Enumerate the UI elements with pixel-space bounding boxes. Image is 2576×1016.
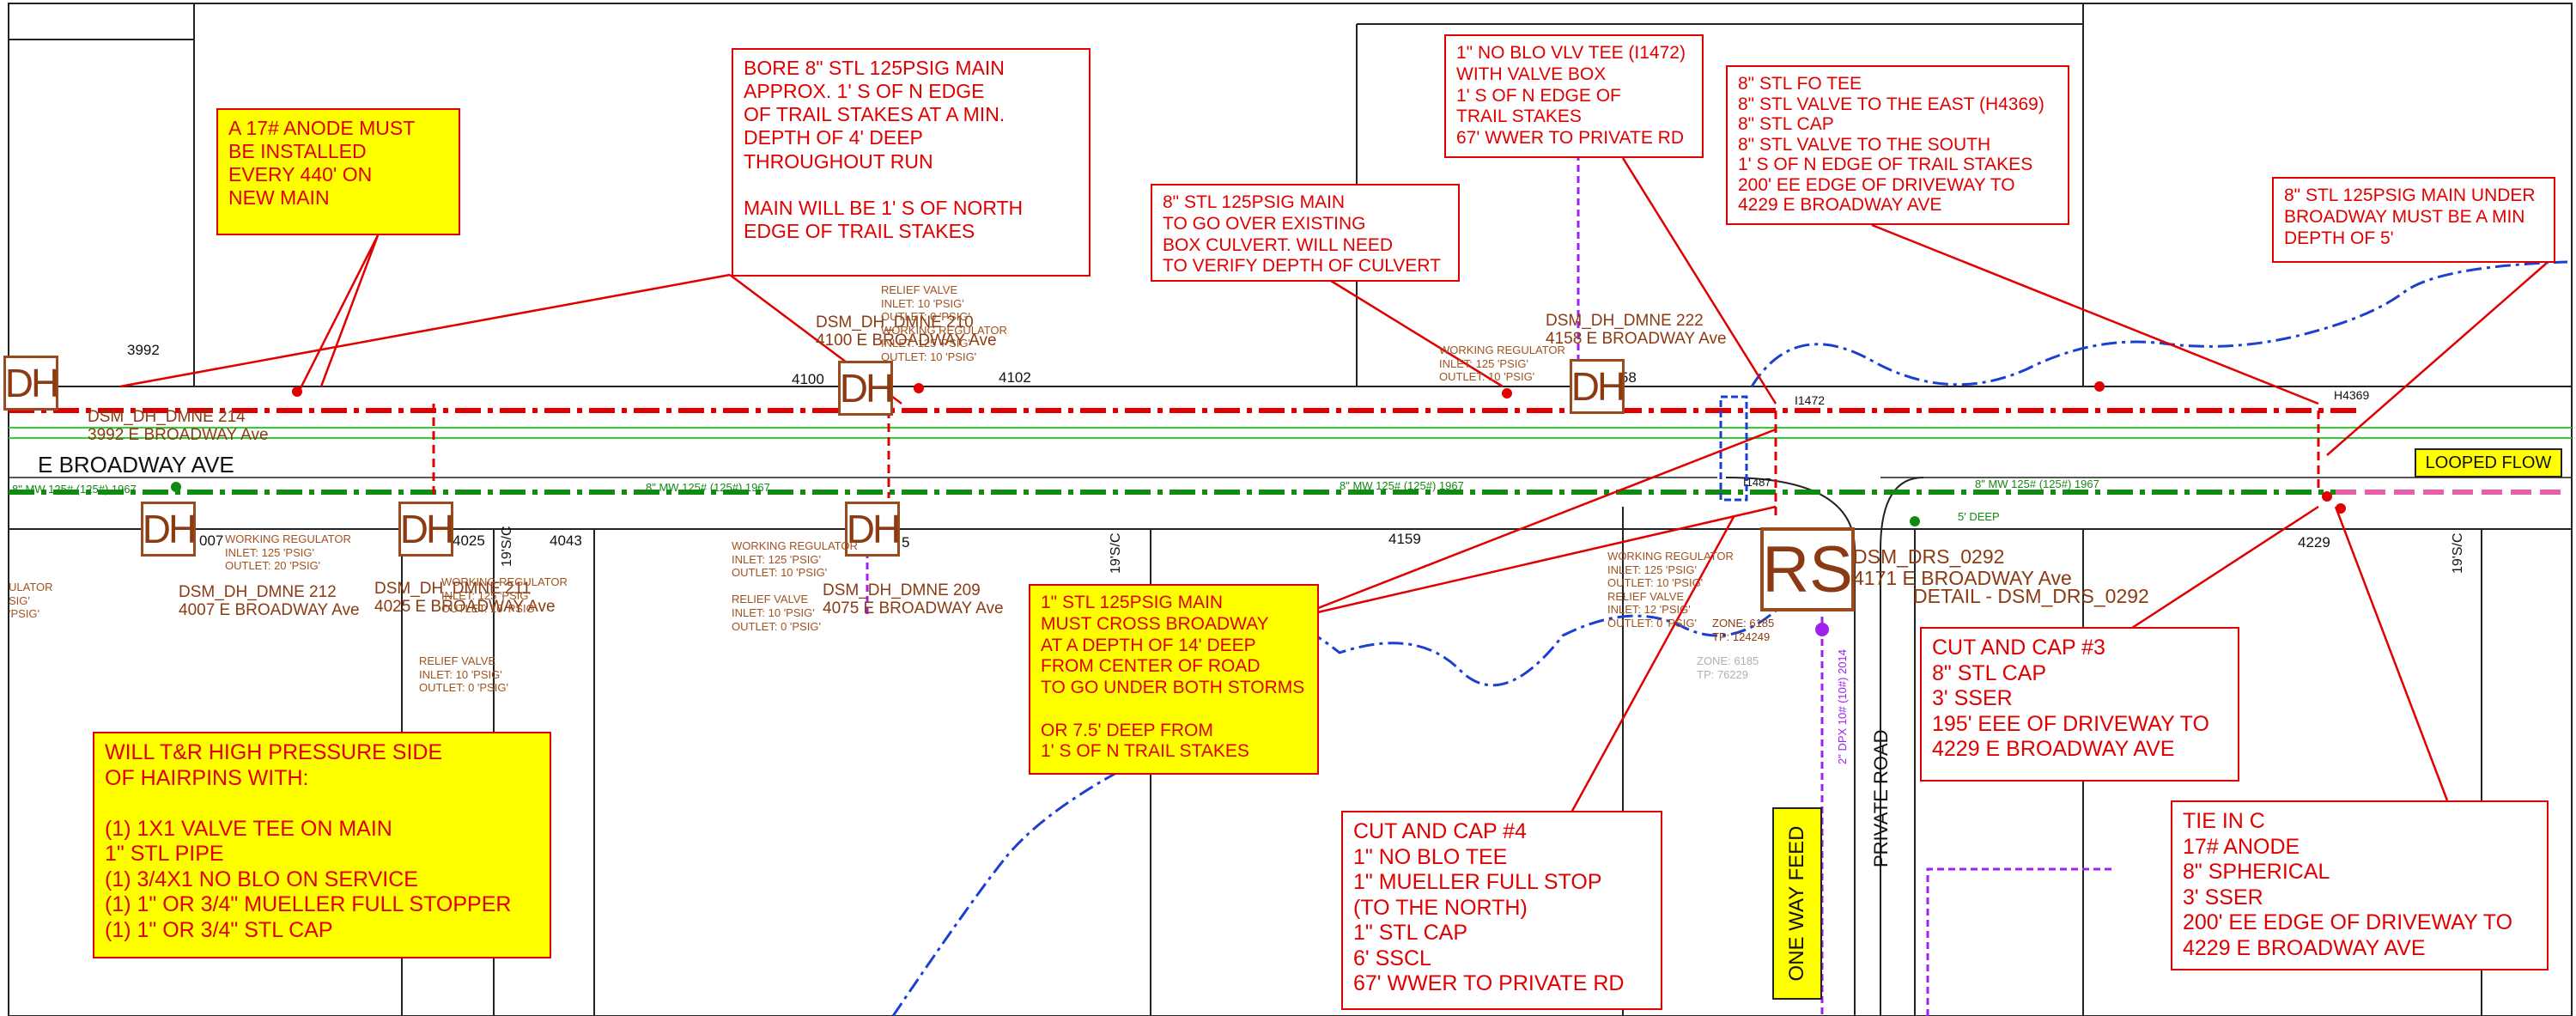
main-label-4: 8" MW 125# (125#) 1967 (1975, 478, 2099, 490)
zone-label: ZONE: 6185 TP: 124249 (1712, 617, 1775, 643)
settings-drs: WORKING REGULATOR INLET: 125 'PSIG' OUTL… (1607, 550, 1734, 630)
one-way-feed-flag: ONE WAY FEED (1772, 807, 1822, 1000)
settings-209: WORKING REGULATOR INLET: 125 'PSIG' OUTL… (732, 539, 858, 633)
address-4159: 4159 (1388, 531, 1421, 547)
station-label-211: DSM_DH_DMNE 211 4025 E BROADWAY Ave (374, 580, 556, 616)
curb-label-3: 19'S/C (2451, 532, 2465, 574)
dh-station-212: DH (141, 502, 197, 557)
station-label-210: DSM_DH_DMNE 210 4100 E BROADWAY Ave (816, 313, 997, 350)
dh-station-211: DH (398, 502, 454, 557)
note-anode: A 17# ANODE MUST BE INSTALLED EVERY 440'… (216, 108, 460, 235)
station-label-212: DSM_DH_DMNE 212 4007 E BROADWAY Ave (179, 583, 360, 619)
rs-station-0292: RS (1760, 527, 1855, 611)
settings-edge: ULATOR SIG' 'PSIG' (9, 581, 53, 621)
main-label-1: 8" MW 125# (125#) 1967 (12, 483, 137, 496)
street-name: E BROADWAY AVE (38, 452, 234, 478)
sheet-border (8, 3, 2573, 1016)
valve-i1487: I1487 (1743, 476, 1771, 489)
address-5: 5 (902, 534, 910, 551)
service-label: 2" DPX 10# (10#) 2014 (1836, 649, 1849, 764)
settings-222: WORKING REGULATOR INLET: 125 'PSIG' OUTL… (1439, 344, 1565, 384)
detail-label: DETAIL - DSM_DRS_0292 (1913, 585, 2149, 607)
note-tie-in: TIE IN C 17# ANODE 8" SPHERICAL 3' SSER … (2171, 800, 2549, 970)
private-road-label: PRIVATE ROAD (1870, 729, 1892, 867)
settings-211: WORKING REGULATOR INLET: 125 'PSIG' OUTL… (441, 575, 568, 616)
address-4025: 4025 (453, 532, 485, 549)
dh-station-214: DH (3, 356, 59, 411)
address-4102: 4102 (999, 369, 1031, 386)
station-label-drs: DSM_DRS_0292 4171 E BROADWAY Ave (1853, 545, 2072, 590)
station-label-209: DSM_DH_DMNE 209 4075 E BROADWAY Ave (823, 581, 1004, 618)
dh-station-222: DH (1570, 359, 1625, 414)
address-4229: 4229 (2298, 534, 2330, 551)
note-under-broadway: 8" STL 125PSIG MAIN UNDER BROADWAY MUST … (2272, 177, 2555, 263)
note-fo-tee: 8" STL FO TEE 8" STL VALVE TO THE EAST (… (1726, 65, 2069, 225)
note-cut-cap-4: CUT AND CAP #4 1" NO BLO TEE 1" MUELLER … (1341, 811, 1662, 1010)
main-label-2: 8" MW 125# (125#) 1967 (646, 481, 770, 494)
address-4043: 4043 (550, 532, 582, 549)
station-label-214: DSM_DH_DMNE 214 3992 E BROADWAY Ave (88, 408, 269, 444)
note-bore: BORE 8" STL 125PSIG MAIN APPROX. 1' S OF… (732, 48, 1091, 277)
address-4100: 4100 (792, 371, 824, 387)
main-depth-label: 5' DEEP (1958, 510, 2000, 523)
dh-station-209: DH (845, 502, 901, 557)
looped-flow-flag: LOOPED FLOW (2415, 448, 2562, 478)
address-007: 007 (199, 532, 224, 549)
curb-label-1: 19'S/C (500, 526, 514, 567)
settings-212: WORKING REGULATOR INLET: 125 'PSIG' OUTL… (225, 532, 351, 573)
valve-h4369: H4369 (2334, 388, 2370, 402)
settings-211-relief: RELIEF VALVE INLET: 10 'PSIG' OUTLET: 0 … (419, 654, 508, 695)
curb-label-2: 19'S/C (1109, 532, 1123, 574)
note-cut-cap-3: CUT AND CAP #3 8" STL CAP 3' SSER 195' E… (1920, 627, 2239, 782)
main-label-3: 8" MW 125# (125#) 1967 (1340, 479, 1464, 492)
one-way-feed-text: ONE WAY FEED (1785, 825, 1808, 982)
note-hairpins: WILL T&R HIGH PRESSURE SIDE OF HAIRPINS … (93, 732, 551, 958)
note-culvert: 8" STL 125PSIG MAIN TO GO OVER EXISTING … (1151, 184, 1460, 282)
valve-i1472: I1472 (1795, 393, 1826, 407)
station-label-222: DSM_DH_DMNE 222 4158 E BROADWAY Ave (1546, 312, 1727, 348)
settings-210: RELIEF VALVE INLET: 10 'PSIG' OUTLET: 0 … (881, 283, 1007, 363)
note-vlv-tee: 1" NO BLO VLV TEE (I1472) WITH VALVE BOX… (1444, 34, 1704, 158)
dh-station-210: DH (838, 361, 894, 416)
zone-label-2: ZONE: 6185 TP: 76229 (1697, 654, 1759, 681)
note-cross-broadway: 1" STL 125PSIG MAIN MUST CROSS BROADWAY … (1029, 584, 1319, 775)
address-3992: 3992 (127, 342, 160, 358)
